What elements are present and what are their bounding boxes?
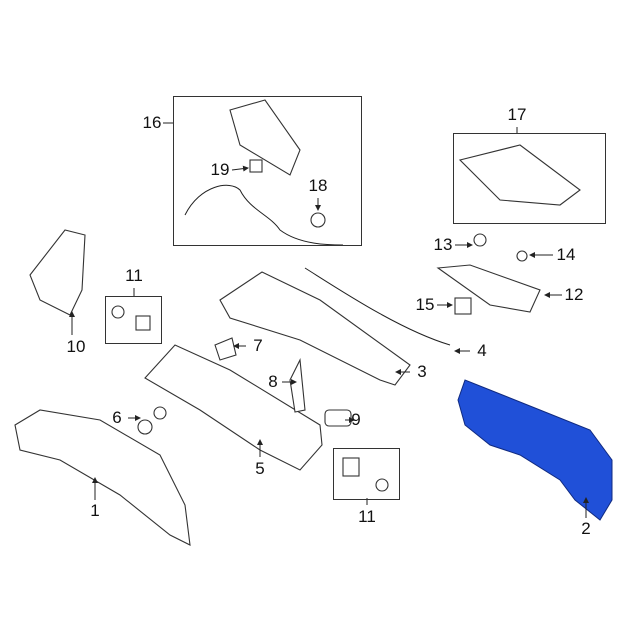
- bolt-2[interactable]: [375, 478, 389, 492]
- callout-5[interactable]: 5: [255, 459, 265, 478]
- group-box-17: [453, 133, 606, 224]
- seal-strip: [304, 267, 451, 346]
- washer-hose: [184, 184, 344, 246]
- side-panel[interactable]: [29, 229, 86, 316]
- cowl-panel-lower[interactable]: [144, 344, 323, 471]
- grommet-2[interactable]: [342, 457, 360, 477]
- bracket-7[interactable]: [214, 337, 237, 361]
- callout-4[interactable]: 4: [477, 341, 487, 360]
- callout-10[interactable]: 10: [66, 337, 86, 356]
- callout-12[interactable]: 12: [564, 285, 584, 304]
- grommet[interactable]: [135, 315, 151, 331]
- callout-8[interactable]: 8: [268, 372, 278, 391]
- callout-2[interactable]: 2: [581, 519, 591, 538]
- clip-13[interactable]: [473, 233, 487, 247]
- dash-insulator-highlighted[interactable]: [457, 379, 613, 521]
- group-box-16: [173, 96, 362, 246]
- cowl-side-trim[interactable]: [436, 264, 541, 313]
- group-box-11a: [105, 296, 162, 344]
- callout-11b[interactable]: 11: [358, 507, 376, 526]
- callout-18[interactable]: 18: [308, 176, 328, 195]
- plug-15[interactable]: [454, 297, 472, 315]
- callout-17[interactable]: 17: [507, 105, 527, 124]
- bolt[interactable]: [111, 305, 125, 319]
- callout-19[interactable]: 19: [210, 160, 230, 179]
- callout-13[interactable]: 13: [433, 235, 453, 254]
- callout-9[interactable]: 9: [351, 410, 361, 429]
- clip-19[interactable]: [249, 159, 263, 173]
- group-box-11b: [333, 448, 400, 500]
- cowl-panel-upper[interactable]: [219, 271, 411, 386]
- callout-11a[interactable]: 11: [125, 266, 143, 285]
- callout-6[interactable]: 6: [112, 408, 122, 427]
- callout-15[interactable]: 15: [415, 295, 435, 314]
- callout-3[interactable]: 3: [417, 362, 427, 381]
- cowl-top-panel-left[interactable]: [229, 99, 301, 176]
- dash-panel[interactable]: [14, 409, 191, 546]
- bracket-8[interactable]: [289, 358, 306, 413]
- bolt-6[interactable]: [153, 406, 167, 420]
- cowl-top-panel-right[interactable]: [458, 144, 581, 206]
- callout-1[interactable]: 1: [90, 501, 100, 520]
- screw-14[interactable]: [516, 250, 528, 262]
- callout-14[interactable]: 14: [556, 245, 576, 264]
- callout-7[interactable]: 7: [253, 336, 263, 355]
- grommet-9[interactable]: [324, 409, 352, 427]
- clip-18[interactable]: [310, 212, 326, 228]
- nut-6[interactable]: [137, 419, 153, 435]
- callout-16[interactable]: 16: [142, 113, 162, 132]
